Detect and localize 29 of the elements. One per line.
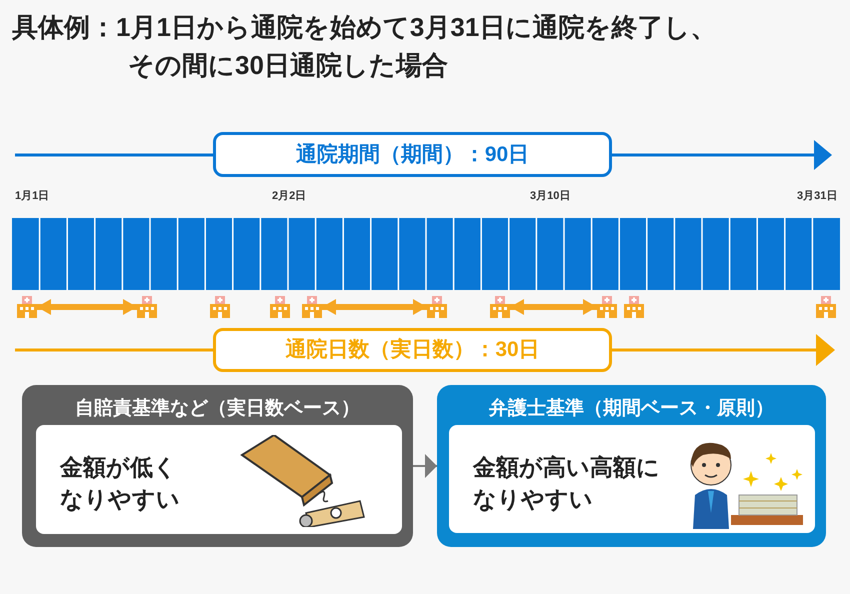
hospital-icon: [210, 296, 230, 318]
result-text: 金額が低くなりやすい: [60, 453, 181, 514]
title: 具体例：1月1日から通院を始めて3月31日に通院を終了し、その間に30日通院した場合: [12, 11, 718, 82]
visit-days-box: 通院日数（実日数）：30日: [213, 328, 612, 372]
arrow: [413, 454, 437, 478]
result-text: 金額が高い高額になりやすい: [473, 453, 661, 514]
date-label: 3月10日: [530, 189, 570, 204]
panel-background: [437, 385, 826, 547]
hospital-icon: [427, 296, 447, 318]
hospital-icon: [816, 296, 836, 318]
arrow: [510, 299, 597, 315]
hospital-icon: [597, 296, 617, 318]
date-label: 1月1日: [15, 189, 50, 204]
hospital-icon: [17, 296, 37, 318]
panel-heading: 自賠責基準など（実日数ベース）: [74, 396, 361, 421]
date-label: 3月31日: [797, 189, 838, 204]
hospital-icon: [302, 296, 322, 318]
content-card: [36, 425, 402, 534]
panel-heading: 弁護士基準（期間ベース・原則）: [488, 396, 775, 421]
period-box: 通院期間（期間）：90日: [213, 132, 612, 177]
hospital-icon: [624, 296, 644, 318]
panel-background: [22, 385, 413, 547]
hospital-icon: [270, 296, 290, 318]
hospital-icon: [490, 296, 510, 318]
hospital-icon: [137, 296, 157, 318]
arrow: [322, 299, 427, 315]
arrow: [37, 299, 137, 315]
content-card: [449, 425, 815, 533]
date-label: 2月2日: [272, 189, 306, 204]
